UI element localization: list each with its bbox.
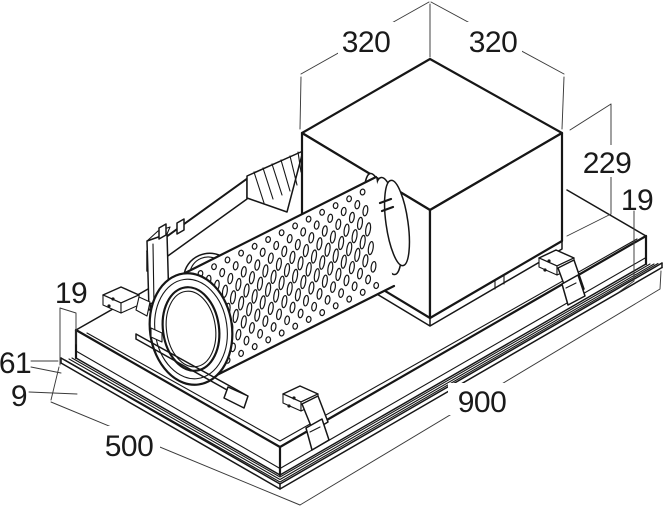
dim-label-housing-height: 61 — [0, 347, 31, 380]
drum-opening — [161, 286, 221, 372]
mounting-frame — [60, 262, 663, 490]
mounting-clamp-right — [538, 249, 586, 306]
dim-label-duct-height: 229 — [583, 147, 632, 180]
collar-clip-marks — [378, 197, 395, 213]
dim-label-housing-width: 500 — [105, 430, 154, 463]
dimension-labels: 320 320 229 19 19 61 9 500 900 — [0, 26, 654, 463]
mounting-clamp-left — [102, 286, 151, 317]
dimension-lines — [28, 1, 662, 506]
dim-label-lip-right: 19 — [621, 184, 653, 217]
hatching — [253, 151, 302, 204]
dim-label-frame-thickness: 9 — [11, 380, 27, 413]
dim-label-lip-left: 19 — [55, 277, 87, 310]
dim-label-duct-width-right: 320 — [469, 26, 518, 59]
dim-label-housing-length: 900 — [458, 386, 507, 419]
drum-front-rim — [148, 272, 234, 386]
fan-drum — [148, 175, 396, 386]
mounting-clamp-front — [282, 385, 330, 451]
support-rail — [135, 327, 249, 409]
dim-label-duct-width-left: 320 — [342, 26, 391, 59]
